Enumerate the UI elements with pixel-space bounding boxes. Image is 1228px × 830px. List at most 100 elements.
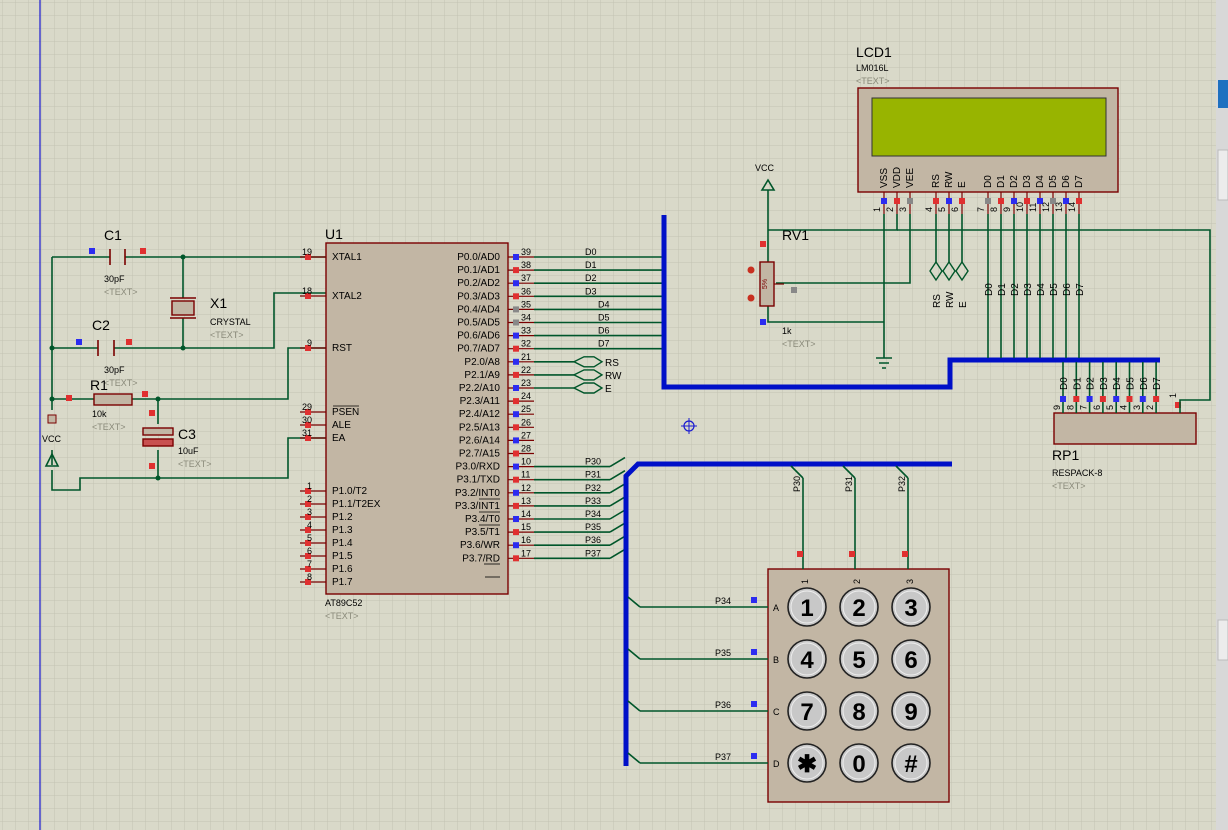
key-3[interactable]: 4 <box>787 639 827 679</box>
key-label: 1 <box>800 595 813 622</box>
key-cap-highlight <box>842 746 876 780</box>
u1-pin-marker <box>305 553 311 559</box>
resistor-r1[interactable]: R1 10k <TEXT> <box>66 377 148 432</box>
scrollbar-thumb[interactable] <box>1218 80 1228 108</box>
key-5[interactable]: 6 <box>891 639 931 679</box>
right-scrollbar-strip[interactable] <box>1216 0 1228 830</box>
rp1-common-pin-marker <box>1175 402 1181 408</box>
vcc-terminal-left[interactable]: VCC <box>42 414 62 467</box>
lcd-ctrl-net-label: RW <box>945 291 956 308</box>
u1-pin-name: P3.0/RXD <box>456 462 500 473</box>
lcd-data-net-label: D4 <box>1036 283 1047 296</box>
lcd-pin-marker <box>1076 198 1082 204</box>
key-label: 5 <box>852 647 865 674</box>
keypad-row-entry <box>627 700 641 712</box>
c1-value: 30pF <box>104 274 125 284</box>
u1-pin-marker <box>513 332 519 339</box>
potentiometer-rv1[interactable]: 5% RV1 1k <TEXT> <box>747 227 816 349</box>
p0-net-label: D3 <box>585 286 597 296</box>
net-flag <box>572 369 604 381</box>
lcd-pin-marker <box>907 198 913 204</box>
net-flag-label: RW <box>605 371 622 382</box>
key-9[interactable]: ✱ <box>787 743 827 783</box>
probe-cursor[interactable] <box>681 418 697 434</box>
key-cap <box>787 743 827 783</box>
keypad-col-entry <box>895 465 909 479</box>
capacitor-c2[interactable]: C2 30pF <TEXT> <box>76 317 138 388</box>
u1-pin-number: 14 <box>521 509 531 519</box>
key-cap-highlight <box>894 746 928 780</box>
respack-rp1[interactable]: RP1 RESPACK-8 <TEXT> 9D08D17D26D35D44D53… <box>1052 362 1197 491</box>
junction-dots <box>49 254 186 481</box>
key-6[interactable]: 7 <box>787 691 827 731</box>
lcd-pin-marker <box>1063 198 1069 204</box>
lcd-pin-marker <box>985 198 991 204</box>
u1-pin-number: 27 <box>521 430 531 440</box>
key-4[interactable]: 5 <box>839 639 879 679</box>
vcc-terminal-top[interactable]: VCC <box>755 163 776 191</box>
key-11[interactable]: # <box>891 743 931 783</box>
net-flag <box>572 382 604 394</box>
key-label: 0 <box>852 751 865 778</box>
u1-pin-name: P0.0/AD0 <box>457 252 500 263</box>
u1-pin-name: P2.6/A14 <box>459 435 501 446</box>
u1-pin-name: P3.7/RD <box>462 553 500 564</box>
u1-pin-name: P2.7/A15 <box>459 449 501 460</box>
capacitor-c3[interactable]: C3 10uF <TEXT> <box>142 410 212 469</box>
c3-text-placeholder: <TEXT> <box>178 459 212 469</box>
key-10[interactable]: 0 <box>839 743 879 783</box>
u1-pin-marker <box>305 254 311 260</box>
p0-net-label: D6 <box>598 326 610 336</box>
u1-pin-number: 24 <box>521 391 531 401</box>
u1-pin-marker <box>305 488 311 494</box>
p0-net-label: D1 <box>585 260 597 270</box>
left-section-wires <box>51 256 326 491</box>
lcd-data-net-label: D5 <box>1049 283 1060 296</box>
u1-pin-marker <box>305 579 311 585</box>
key-7[interactable]: 8 <box>839 691 879 731</box>
p3-net-label: P34 <box>585 509 601 519</box>
u1-pin-number: 6 <box>307 546 312 556</box>
u1-text-placeholder: <TEXT> <box>325 611 359 621</box>
capacitor-c1[interactable]: C1 30pF <TEXT> <box>89 227 146 297</box>
u1-pin-marker <box>305 345 311 351</box>
u1-pin-marker <box>513 306 519 313</box>
key-8[interactable]: 9 <box>891 691 931 731</box>
key-1[interactable]: 2 <box>839 587 879 627</box>
lcd-lcd1[interactable]: LCD1 LM016L <TEXT> 1VSS2VDD3VEE4RS5RW6E7… <box>856 44 1119 214</box>
rp1-common-pin-number: 1 <box>1168 393 1178 398</box>
crystal-x1[interactable]: X1 CRYSTAL <TEXT> <box>170 295 251 340</box>
p3-net-label: P33 <box>585 496 601 506</box>
lcd-pin-marker <box>881 198 887 204</box>
key-label: 7 <box>800 699 813 726</box>
u1-pin-name: P0.7/AD7 <box>457 344 500 355</box>
u1-pin-marker <box>305 435 311 441</box>
lcd-pin-number: 5 <box>937 207 947 212</box>
u1-pin-marker <box>513 542 519 549</box>
key-0[interactable]: 1 <box>787 587 827 627</box>
key-cap <box>787 639 827 679</box>
u1-pin-name: P3.5/T1 <box>465 527 500 538</box>
u1-pin-number: 25 <box>521 404 531 414</box>
u1-pin-marker <box>513 463 519 470</box>
c1-text-placeholder: <TEXT> <box>104 287 138 297</box>
p3-wire-entry <box>609 496 626 507</box>
lcd-pin-name: D0 <box>983 175 994 188</box>
u1-pin-number: 19 <box>302 247 312 257</box>
key-2[interactable]: 3 <box>891 587 931 627</box>
p0-net-label: D7 <box>598 339 610 349</box>
u1-pin-name: XTAL2 <box>332 291 362 302</box>
r1-text-placeholder: <TEXT> <box>92 422 126 432</box>
x1-value: CRYSTAL <box>210 317 251 327</box>
u1-pin-name: P2.2/A10 <box>459 383 501 394</box>
keypad-col-number: 3 <box>905 579 915 584</box>
lcd-pin-marker <box>894 198 900 204</box>
key-cap <box>839 743 879 783</box>
key-cap-highlight <box>894 590 928 624</box>
rp1-common-wire <box>897 229 1211 413</box>
u1-pin-marker <box>513 411 519 418</box>
